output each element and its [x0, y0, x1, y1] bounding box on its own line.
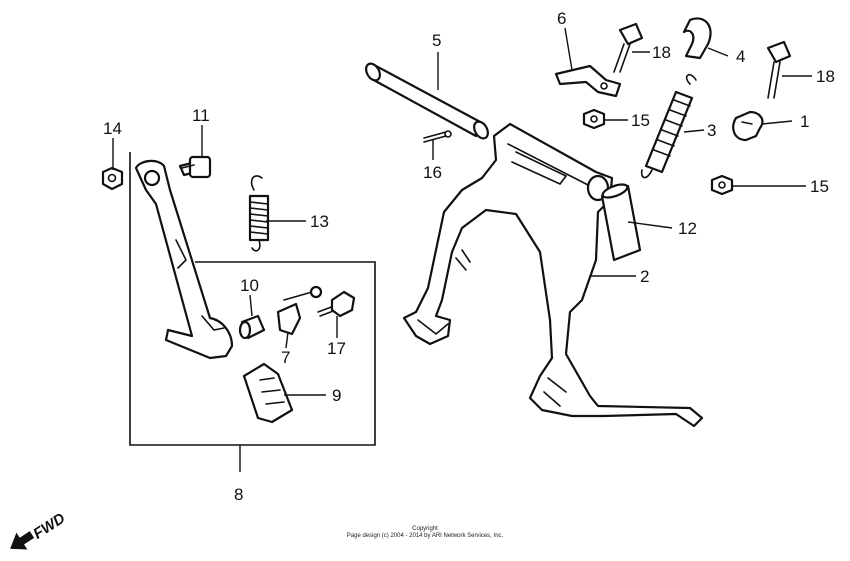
- part-10-rubber: [238, 314, 266, 340]
- copyright-notice: Copyright Page design (c) 2004 - 2014 by…: [0, 526, 850, 540]
- callout-12: 12: [678, 219, 697, 238]
- callout-2: 2: [640, 267, 649, 286]
- part-18-bolt-upper: [613, 22, 644, 73]
- part-7-bracket: [276, 285, 323, 336]
- side-stand-arm: [134, 159, 234, 360]
- callout-3: 3: [707, 121, 716, 140]
- callout-10: 10: [240, 276, 259, 295]
- part-18-bolt-right: [766, 40, 792, 99]
- callout-6: 6: [557, 9, 566, 28]
- callout-8: 8: [234, 485, 243, 504]
- part-5-pivot-pipe: [365, 62, 489, 140]
- callout-9: 9: [332, 386, 341, 405]
- leader-lines: [112, 27, 812, 472]
- copyright-text: Page design (c) 2004 - 2014 by ARI Netwo…: [346, 533, 504, 539]
- callout-15-right: 15: [810, 177, 829, 196]
- side-stand-assembly-box: [129, 152, 376, 446]
- callout-1: 1: [800, 112, 809, 131]
- part-13-spring: [248, 175, 270, 252]
- forward-arrow-icon: [10, 531, 35, 550]
- part-15-nut-upper: [582, 108, 606, 130]
- part-6-bracket: [554, 64, 622, 98]
- main-stand: [402, 122, 704, 428]
- callout-18-upper: 18: [652, 43, 671, 62]
- copyright-title: Copyright: [412, 526, 438, 532]
- callout-7: 7: [281, 348, 290, 367]
- part-9-pad: [242, 362, 294, 424]
- callout-5: 5: [432, 31, 441, 50]
- callout-14: 14: [103, 119, 122, 138]
- callout-11: 11: [192, 106, 210, 125]
- part-3-spring: [640, 73, 697, 179]
- part-14-nut: [101, 166, 124, 191]
- callout-17: 17: [327, 339, 346, 358]
- callout-13: 13: [310, 212, 329, 231]
- part-16-cotter-pin: [423, 130, 452, 143]
- part-17-bolt: [317, 290, 356, 318]
- part-11-bolt: [178, 155, 212, 179]
- part-12-collar: [600, 183, 642, 262]
- callout-15-upper: 15: [631, 111, 650, 130]
- part-4-hook: [682, 17, 712, 60]
- part-1-clip: [732, 110, 764, 142]
- callout-4: 4: [736, 47, 745, 66]
- callout-16: 16: [423, 163, 442, 182]
- part-15-nut-right: [710, 174, 734, 196]
- callout-18-right: 18: [816, 67, 835, 86]
